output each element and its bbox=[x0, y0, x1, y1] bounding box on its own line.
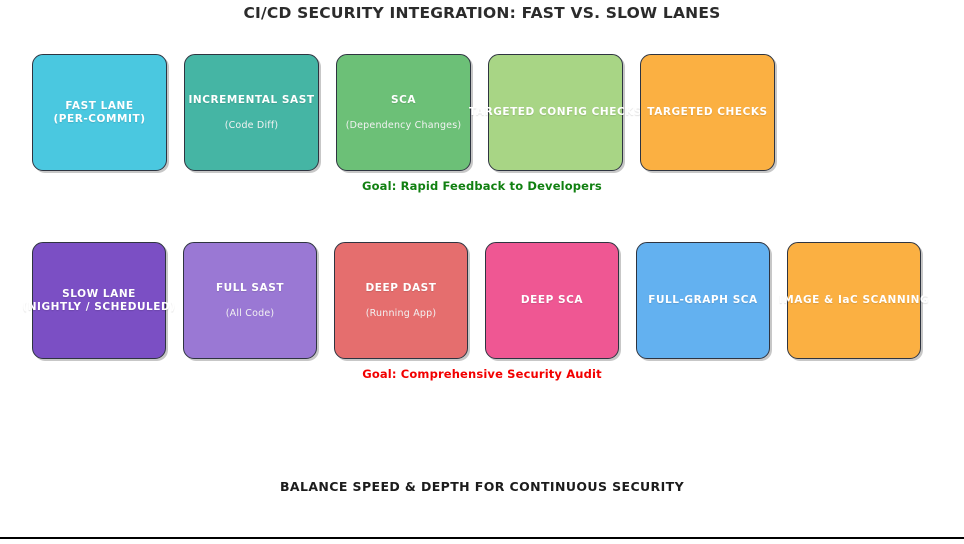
fast-lane-row: FAST LANE(PER-COMMIT) INCREMENTAL SAST (Co… bbox=[0, 54, 964, 171]
node-label-line1: TARGETED CONFIG CHECKS bbox=[469, 106, 642, 118]
node-label: TARGETED CHECKS bbox=[647, 106, 767, 119]
node-label-line1: DEEP SCA bbox=[520, 294, 584, 306]
slow-lane-row: SLOW LANE(NIGHTLY / SCHEDULED) FULL SAST (… bbox=[0, 242, 964, 359]
fast-lane-goal-label: Goal: Rapid Feedback to Developers bbox=[362, 179, 602, 193]
node-label: SCA bbox=[391, 94, 416, 107]
node-label-line2: (PER-COMMIT) bbox=[53, 112, 146, 125]
node-label: DEEP SCA bbox=[521, 294, 583, 307]
node-slow-lane-4[interactable]: FULL-GRAPH SCA bbox=[636, 242, 770, 359]
node-fast-lane-4[interactable]: TARGETED CHECKS bbox=[640, 54, 775, 171]
node-label: INCREMENTAL SAST bbox=[188, 94, 314, 107]
node-slow-lane-1[interactable]: FULL SAST (All Code) bbox=[183, 242, 317, 359]
slow-lane-goal-label: Goal: Comprehensive Security Audit bbox=[362, 367, 602, 381]
footer-tagline: BALANCE SPEED & DEPTH FOR CONTINUOUS SEC… bbox=[279, 479, 685, 494]
node-fast-lane-2[interactable]: SCA (Dependency Changes) bbox=[336, 54, 471, 171]
node-slow-lane-2[interactable]: DEEP DAST (Running App) bbox=[334, 242, 468, 359]
node-fast-lane-3[interactable]: TARGETED CONFIG CHECKS bbox=[469, 54, 641, 171]
node-label-line2: (NIGHTLY / SCHEDULED) bbox=[22, 300, 176, 313]
node-label: FULL SAST bbox=[216, 282, 284, 295]
node-label-line1: FULL SAST bbox=[215, 282, 285, 294]
node-label: FULL-GRAPH SCA bbox=[648, 294, 758, 307]
node-slow-lane-3[interactable]: DEEP SCA bbox=[485, 242, 619, 359]
node-sublabel: (Code Diff) bbox=[224, 120, 279, 131]
node-label: DEEP DAST bbox=[366, 282, 437, 295]
node-label-line1: FULL-GRAPH SCA bbox=[648, 294, 758, 306]
node-label-line1: FAST LANE bbox=[65, 99, 134, 112]
node-label: TARGETED CONFIG CHECKS bbox=[469, 106, 642, 119]
node-slow-lane-0[interactable]: SLOW LANE(NIGHTLY / SCHEDULED) bbox=[22, 242, 175, 359]
node-label: SLOW LANE(NIGHTLY / SCHEDULED) bbox=[22, 288, 175, 314]
node-slow-lane-5[interactable]: IMAGE & IaC SCANNING bbox=[779, 242, 929, 359]
node-label-line1: DEEP DAST bbox=[365, 282, 437, 294]
node-label: IMAGE & IaC SCANNING bbox=[779, 294, 929, 307]
node-fast-lane-0[interactable]: FAST LANE(PER-COMMIT) bbox=[32, 54, 167, 171]
page-title: CI/CD SECURITY INTEGRATION: FAST VS. SLO… bbox=[243, 4, 721, 22]
node-fast-lane-1[interactable]: INCREMENTAL SAST (Code Diff) bbox=[184, 54, 319, 171]
node-sublabel: (Running App) bbox=[365, 308, 437, 319]
node-label-line1: TARGETED CHECKS bbox=[647, 106, 768, 118]
node-sublabel: (All Code) bbox=[225, 308, 275, 319]
node-label-line1: IMAGE & IaC SCANNING bbox=[778, 294, 930, 306]
bottom-divider bbox=[0, 537, 964, 539]
node-sublabel: (Dependency Changes) bbox=[345, 120, 462, 131]
node-label-line1: SLOW LANE bbox=[62, 287, 136, 300]
node-label-line1: SCA bbox=[390, 94, 417, 106]
node-label: FAST LANE(PER-COMMIT) bbox=[53, 100, 145, 126]
node-label-line1: INCREMENTAL SAST bbox=[188, 94, 315, 106]
